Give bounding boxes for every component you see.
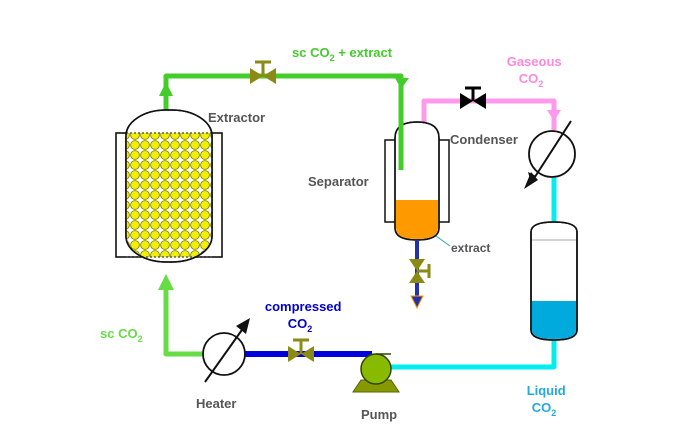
heater-label: Heater	[196, 396, 236, 411]
sc-co2-extract-label: sc CO2 + extract	[292, 45, 393, 63]
valve-sc-co2-extract[interactable]	[250, 60, 276, 84]
valve-gaseous-co2[interactable]	[460, 86, 486, 109]
gaseous-co2-line	[421, 98, 557, 130]
heater	[202, 318, 250, 383]
liquid-co2-line-lower	[390, 338, 557, 370]
valve-icon	[288, 346, 301, 362]
valve-extract-drain[interactable]	[409, 259, 431, 283]
valve-compressed-co2[interactable]	[288, 338, 314, 362]
valve-icon	[460, 93, 473, 109]
arrow-icon	[158, 274, 174, 290]
gaseous-co2-label: Gaseous CO2	[507, 54, 566, 89]
separator-label: Separator	[308, 174, 369, 189]
sc-co2-line	[163, 282, 208, 357]
valve-icon	[250, 68, 263, 84]
extract-label: extract	[451, 241, 490, 255]
liquid-co2-fill	[532, 301, 576, 339]
sc-co2-label: sc CO2	[100, 326, 143, 344]
arrow-icon	[547, 110, 561, 121]
extract-liquid	[396, 200, 438, 239]
arrow-icon	[395, 78, 409, 89]
liquid-co2-label: Liquid CO2	[527, 383, 570, 418]
arrow-icon	[410, 295, 424, 310]
condenser-label: Condenser	[450, 132, 518, 147]
condenser	[524, 120, 576, 189]
liquid-co2-tank	[530, 221, 578, 341]
extractor-vessel	[115, 109, 223, 263]
heat-exchanger-icon	[528, 130, 576, 178]
arrow-icon	[159, 82, 173, 96]
separator-vessel	[384, 121, 450, 241]
compressed-co2-label: compressed CO2	[265, 299, 345, 334]
pump-label: Pump	[361, 407, 397, 422]
pump	[352, 353, 400, 393]
pump-icon	[360, 353, 392, 385]
extract-pointer	[435, 235, 451, 247]
valve-icon	[409, 259, 425, 271]
extractor-label: Extractor	[208, 110, 265, 125]
